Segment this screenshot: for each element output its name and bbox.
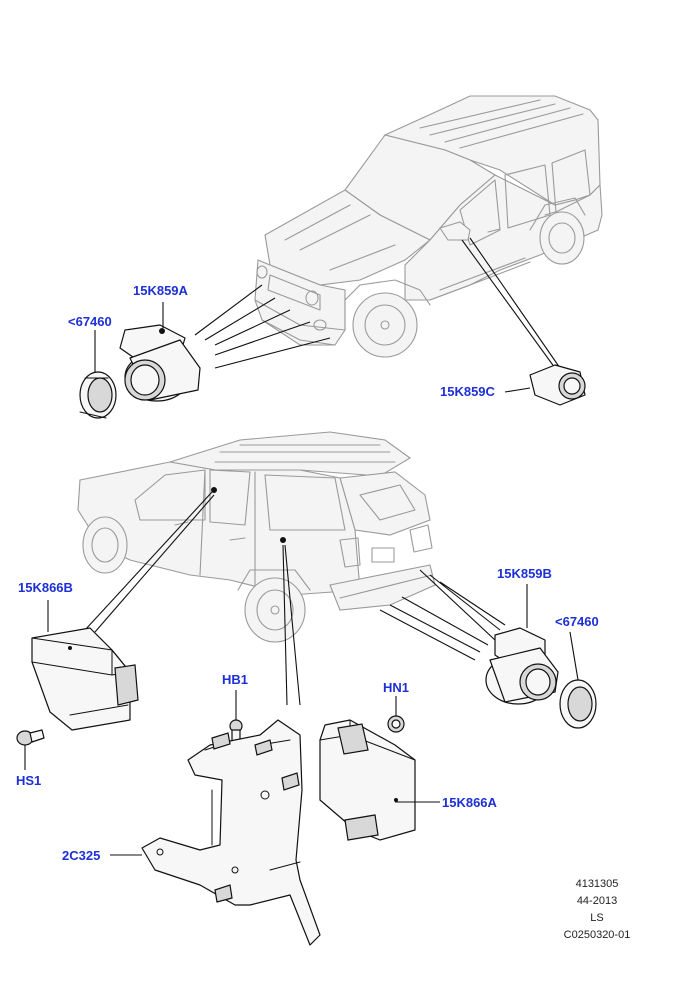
bracket-2c325 [141, 719, 321, 946]
callout-15k866b: 15K866B [18, 580, 73, 595]
reference-line-2: 44-2013 [576, 895, 618, 907]
parking-sensor-15k859b [485, 627, 559, 705]
rear-sensor-leaders [84, 491, 506, 706]
sensor-bezel-rear [559, 679, 597, 729]
callout-hs1: HS1 [16, 773, 42, 788]
vehicle-front-view [254, 95, 603, 358]
callout-leaders [24, 302, 579, 856]
parking-sensor-15k859a [119, 324, 201, 402]
callout-hn1: HN1 [383, 680, 410, 695]
callout-hb1: HB1 [222, 672, 249, 687]
sensor-bezel-front [79, 371, 117, 419]
callout-15k866a: 15K866A [442, 795, 497, 810]
callout-2c325: 2C325 [62, 848, 101, 863]
callout-67460-rear: <67460 [555, 614, 599, 629]
reference-line-3: LS [590, 912, 604, 924]
screw-hs1 [16, 729, 45, 746]
nut-hn1 [387, 715, 405, 733]
reference-line-4: C0250320-01 [563, 929, 631, 941]
module-15k866b [31, 627, 139, 731]
module-15k866a [319, 719, 416, 841]
front-sensor-leaders [194, 237, 561, 369]
callout-67460-front: <67460 [68, 314, 112, 329]
callout-15k859a: 15K859A [133, 283, 188, 298]
callout-15k859c: 15K859C [440, 384, 495, 399]
reference-line-1: 4131305 [575, 878, 619, 890]
callout-15k859b: 15K859B [497, 566, 552, 581]
side-sensor-15k859c [529, 364, 586, 406]
